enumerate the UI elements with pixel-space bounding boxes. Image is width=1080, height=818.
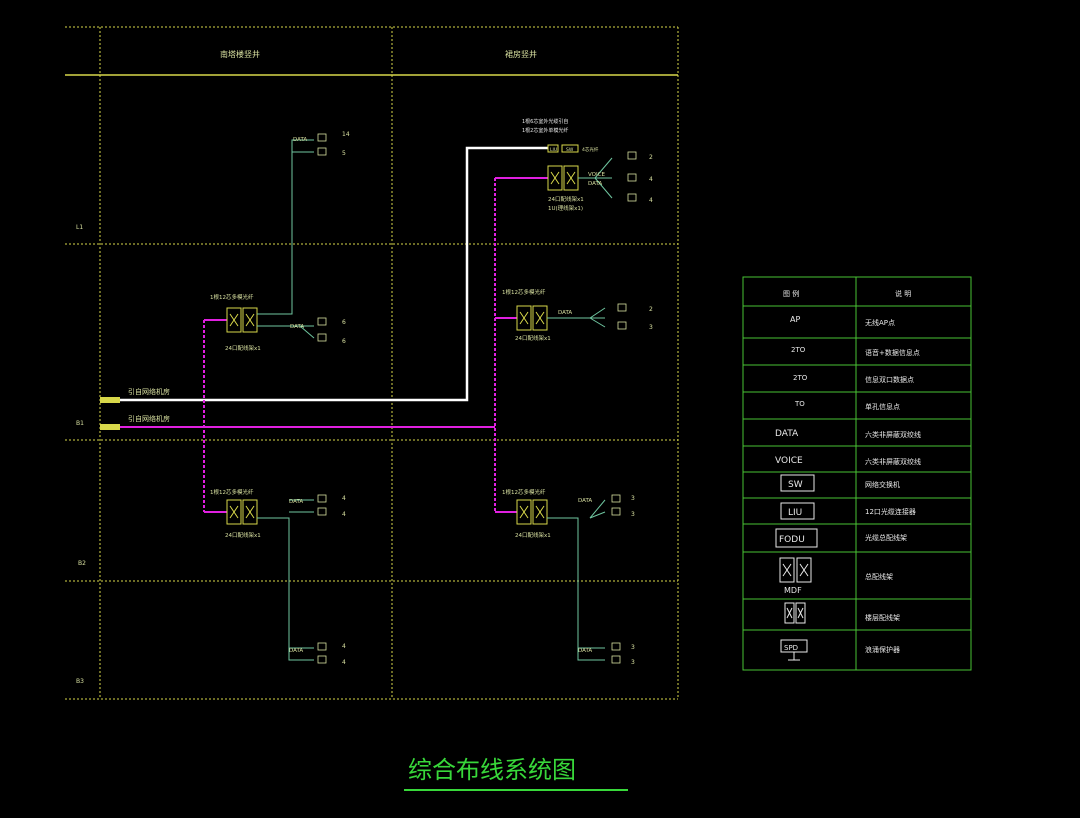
- note-podium-top-2: 1根2芯室外单模光纤: [522, 127, 568, 134]
- svg-text:12口光缆连接器: 12口光缆连接器: [865, 507, 916, 516]
- patch-panel-podium-b2: [516, 499, 548, 525]
- drawing-title: 综合布线系统图: [408, 756, 576, 784]
- s-top-data: DATA: [293, 137, 307, 143]
- diagram-frame: [65, 26, 679, 700]
- svg-text:总配线架: 总配线架: [865, 572, 893, 581]
- legend-symbol-fodu: FODU: [779, 535, 805, 545]
- svg-text:浪涌保护器: 浪涌保护器: [865, 645, 900, 654]
- note-podium-mid: 1根12芯多模光纤: [502, 288, 546, 296]
- svg-text:信息双口数据点: 信息双口数据点: [865, 375, 914, 384]
- p-b2-a: 3: [631, 495, 635, 502]
- legend-symbol-mdf: MDF: [784, 586, 802, 595]
- p-top-b: 4: [649, 176, 653, 183]
- legend-symbols: AP 2TO 2TO TO DATA VOICE SW LIU FODU MDF…: [775, 315, 818, 661]
- s-mid-a: 6: [342, 319, 346, 326]
- floor-b3: B3: [76, 678, 84, 685]
- svg-text:楼层配线架: 楼层配线架: [865, 613, 900, 622]
- caption-podium-top-2: 1U(理线架x1): [548, 204, 583, 212]
- legend-table: [742, 276, 972, 671]
- legend-symbol-to: TO: [794, 400, 805, 408]
- p-top-c: 4: [649, 197, 653, 204]
- s-mid-data: DATA: [290, 324, 304, 330]
- legend-symbol-sw: SW: [788, 480, 803, 490]
- incoming-label-1: 引自网络机房: [128, 387, 170, 396]
- caption-south-mid: 24口配线架x1: [225, 344, 261, 352]
- svg-text:六类非屏蔽双绞线: 六类非屏蔽双绞线: [865, 430, 921, 439]
- legend-symbol-voice: VOICE: [775, 456, 803, 466]
- svg-text:单孔信息点: 单孔信息点: [865, 402, 900, 411]
- floor-l1: L1: [76, 224, 83, 231]
- svg-text:网络交换机: 网络交换机: [865, 480, 900, 489]
- column-podium: 裙房竖井: [505, 49, 537, 59]
- legend-symbol-data: DATA: [775, 429, 799, 439]
- legend-symbol-liu: LIU: [788, 508, 802, 518]
- p-b3-a: 3: [631, 644, 635, 651]
- s-b2-data: DATA: [289, 499, 303, 505]
- incoming-cables: [100, 146, 548, 513]
- note-south-mid: 1根12芯多模光纤: [210, 293, 254, 301]
- p-b3-data: DATA: [578, 648, 592, 654]
- svg-text:光缆总配线架: 光缆总配线架: [865, 533, 907, 542]
- legend-header-symbol: 图 例: [783, 289, 799, 298]
- s-b3-a: 4: [342, 643, 346, 650]
- patch-panel-podium-mid: [516, 305, 548, 331]
- caption-podium-mid: 24口配线架x1: [515, 334, 551, 342]
- p-b3-b: 3: [631, 659, 635, 666]
- caption-podium-b2: 24口配线架x1: [515, 531, 551, 539]
- p-mid-a: 2: [649, 306, 653, 313]
- legend-symbol-spd: SPD: [784, 644, 798, 652]
- s-b2-b: 4: [342, 511, 346, 518]
- fodu-label: 4芯光纤: [582, 146, 599, 153]
- legend-symbol-2to-b: 2TO: [793, 374, 808, 382]
- floor-b2: B2: [78, 560, 86, 567]
- s-mid-b: 6: [342, 338, 346, 345]
- svg-text:无线AP点: 无线AP点: [865, 318, 895, 327]
- s-top-a: 14: [342, 131, 350, 138]
- floor-b1: B1: [76, 420, 84, 427]
- legend-header-desc: 说 明: [895, 289, 911, 298]
- incoming-label-2: 引自网络机房: [128, 414, 170, 423]
- note-podium-top-1: 1根6芯室外光缆引自: [522, 118, 568, 125]
- column-south: 南塔楼竖井: [220, 49, 260, 59]
- p-b2-data: DATA: [578, 498, 592, 504]
- p-mid-b: 3: [649, 324, 653, 331]
- s-b3-b: 4: [342, 659, 346, 666]
- outlet-symbols: [317, 133, 637, 664]
- s-b3-data: DATA: [289, 648, 303, 654]
- p-top-voice: VOICE: [588, 172, 605, 178]
- patch-panel-south-mid: [226, 307, 258, 333]
- svg-text:语音+数据信息点: 语音+数据信息点: [865, 348, 920, 357]
- caption-podium-top-1: 24口配线架x1: [548, 195, 584, 203]
- p-top-a: 2: [649, 154, 653, 161]
- p-top-data: DATA: [588, 181, 602, 187]
- patch-panel-south-b2: [226, 499, 258, 525]
- s-top-b: 5: [342, 150, 346, 157]
- horizontal-cabling: [257, 139, 613, 661]
- p-mid-data: DATA: [558, 310, 572, 316]
- note-podium-b2: 1根12芯多模光纤: [502, 488, 546, 496]
- note-south-b2: 1根12芯多模光纤: [210, 488, 254, 496]
- legend-symbol-ap: AP: [790, 315, 800, 324]
- svg-text:六类非屏蔽双绞线: 六类非屏蔽双绞线: [865, 457, 921, 466]
- sw-label: SW: [566, 147, 574, 153]
- liu-label: LIU: [550, 147, 557, 153]
- legend-descriptions: 无线AP点 语音+数据信息点 信息双口数据点 单孔信息点 六类非屏蔽双绞线 六类…: [865, 318, 921, 654]
- caption-south-b2: 24口配线架x1: [225, 531, 261, 539]
- legend-symbol-2to-a: 2TO: [791, 346, 806, 354]
- s-b2-a: 4: [342, 495, 346, 502]
- patch-panel-podium-top: [547, 144, 579, 191]
- p-b2-b: 3: [631, 511, 635, 518]
